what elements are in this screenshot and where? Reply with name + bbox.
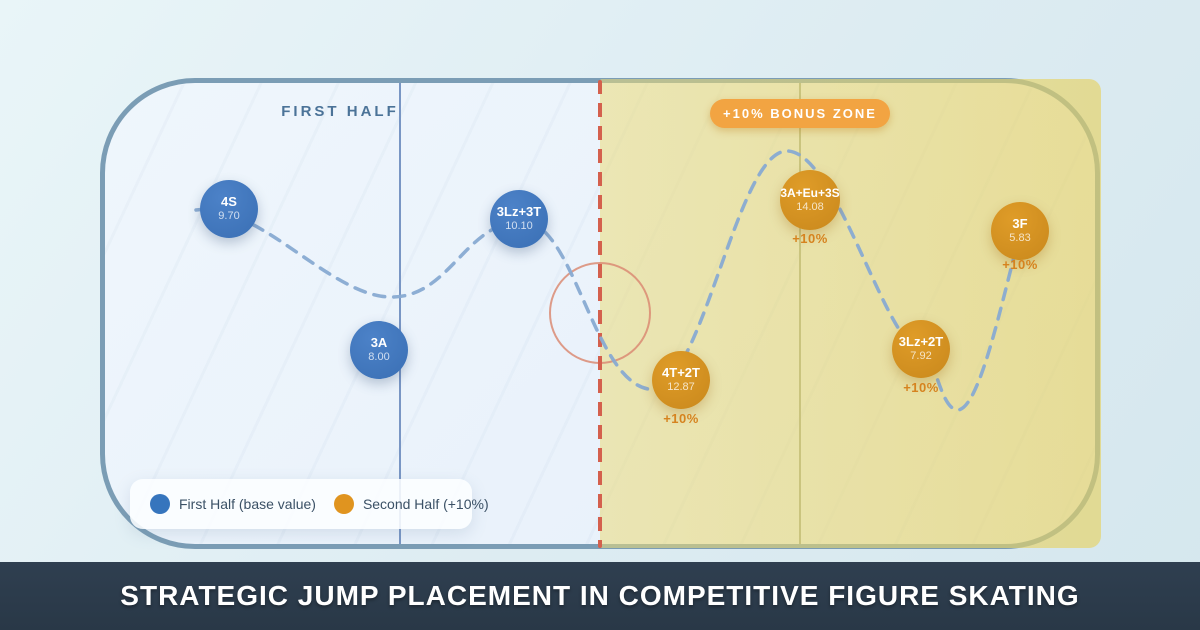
- jump-marker-3lz2t: 3Lz+2T 7.92: [892, 320, 950, 378]
- legend-item-second-half: Second Half (+10%): [333, 494, 489, 514]
- jump-marker-3aeu3s: 3A+Eu+3S 14.08: [780, 170, 840, 230]
- jump-value: 10.10: [505, 220, 533, 233]
- jump-marker-4t2t: 4T+2T 12.87: [652, 351, 710, 409]
- bonus-percent-label: +10%: [792, 231, 828, 246]
- halfway-dashed-line: [598, 80, 602, 548]
- jump-value: 12.87: [667, 381, 695, 394]
- title-bar: STRATEGIC JUMP PLACEMENT IN COMPETITIVE …: [0, 562, 1200, 630]
- jump-label: 3Lz+3T: [496, 204, 542, 219]
- bonus-zone-badge: +10% BONUS ZONE: [710, 99, 890, 128]
- jump-label: 4T+2T: [662, 365, 700, 380]
- jump-marker-3lz3t: 3Lz+3T 10.10: [490, 190, 548, 248]
- jump-value: 7.92: [910, 350, 932, 363]
- first-half-label: FIRST HALF: [281, 103, 399, 120]
- jump-marker-3a: 3A 8.00: [350, 321, 408, 379]
- legend-item-first-half: First Half (base value): [150, 494, 316, 514]
- jump-label: 3Lz+2T: [898, 334, 944, 349]
- jump-value: 8.00: [368, 351, 390, 364]
- jump-value: 5.83: [1009, 232, 1031, 245]
- second-half-dot-icon: [333, 494, 354, 514]
- jump-label: 3A: [370, 335, 388, 350]
- legend: First Half (base value) Second Half (+10…: [130, 479, 489, 529]
- bonus-zone-overlay: [600, 79, 1101, 548]
- legend-label: First Half (base value): [179, 496, 316, 512]
- page-title: STRATEGIC JUMP PLACEMENT IN COMPETITIVE …: [120, 580, 1080, 611]
- jump-label: 4S: [221, 194, 237, 209]
- bonus-percent-label: +10%: [663, 411, 699, 426]
- jump-value: 14.08: [796, 200, 824, 213]
- jump-marker-4s: 4S 9.70: [200, 180, 258, 238]
- legend-label: Second Half (+10%): [362, 496, 489, 512]
- jump-marker-3f: 3F 5.83: [991, 202, 1049, 260]
- jump-label: 3F: [1012, 216, 1028, 231]
- jump-label: 3A+Eu+3S: [780, 185, 840, 200]
- bonus-percent-label: +10%: [903, 380, 939, 395]
- bonus-percent-label: +10%: [1002, 257, 1038, 272]
- first-half-dot-icon: [150, 494, 170, 514]
- first-half-zone-line: [399, 83, 401, 544]
- jump-value: 9.70: [218, 210, 240, 223]
